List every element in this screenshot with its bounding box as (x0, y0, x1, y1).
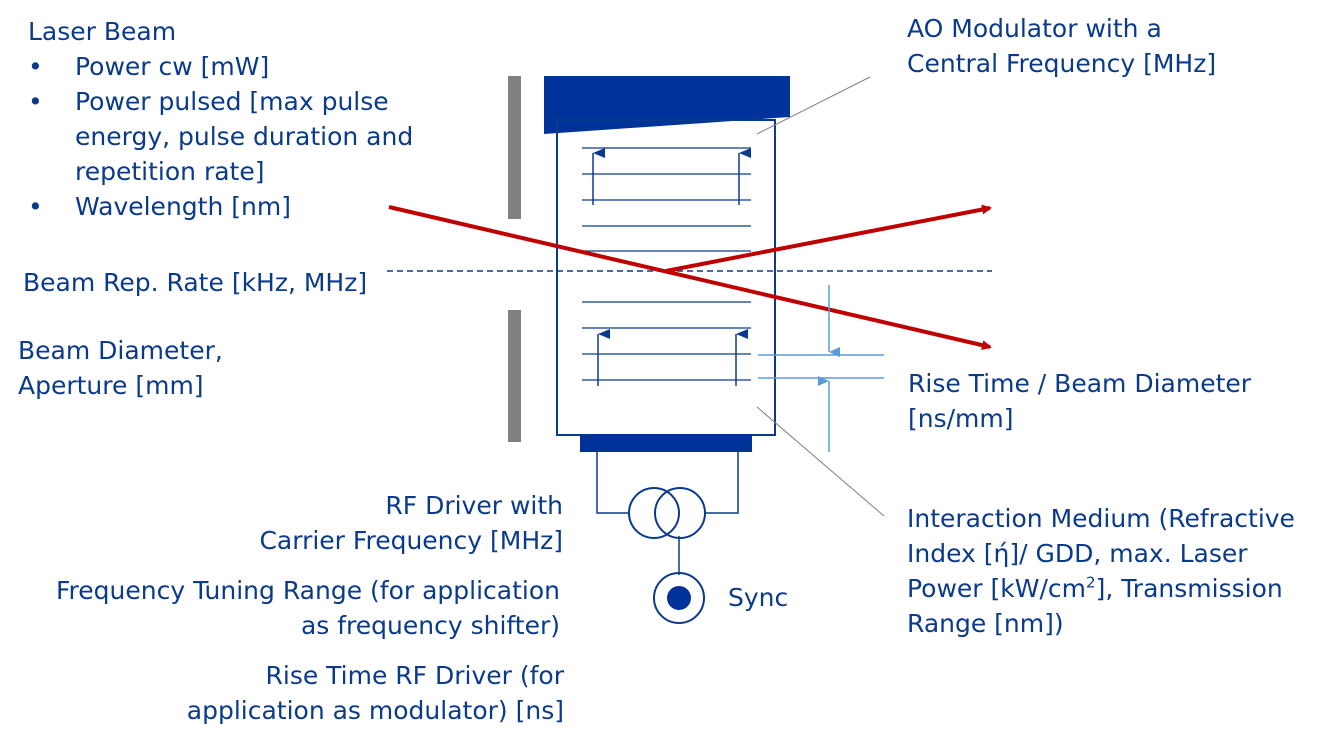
interaction-medium-label: Interaction Medium (Refractive Index [ή]… (907, 501, 1295, 641)
laser-power-pulsed: Power pulsed [max pulse energy, pulse du… (75, 84, 413, 189)
laser-beam-incident (388, 205, 992, 351)
interaction-medium-line1: Interaction Medium (Refractive (907, 504, 1295, 533)
ao-transducer-top (544, 76, 790, 134)
rise-time-beam-label: Rise Time / Beam Diameter [ns/mm] (908, 366, 1251, 436)
aperture-bar-top (508, 76, 521, 219)
laser-beam-title: Laser Beam (28, 17, 177, 46)
laser-beam-diffracted (665, 204, 992, 273)
laser-power-pulsed-line3: repetition rate] (75, 157, 265, 186)
sync-connector-inner (667, 586, 691, 610)
rf-driver-line1: RF Driver with (385, 491, 563, 520)
interaction-medium-line3-post: ], Transmission (1095, 574, 1283, 603)
aperture-bar-bottom (508, 310, 521, 442)
transformer-coil-right (654, 487, 706, 539)
rise-time-rf-line1: Rise Time RF Driver (for (265, 661, 565, 690)
frequency-tuning-line2: as frequency shifter) (300, 611, 560, 640)
interaction-medium-line3-pre: Power [kW/cm (907, 574, 1087, 603)
bullet-marker: • (28, 87, 43, 116)
frequency-tuning-line1: Frequency Tuning Range (for application (55, 576, 560, 605)
bullet-marker: • (28, 52, 43, 81)
beam-diameter-line1: Beam Diameter, (18, 336, 223, 365)
laser-power-cw: Power cw [mW] (75, 52, 270, 81)
interaction-medium-line3-sup: 2 (1086, 573, 1096, 592)
ao-modulator-line1: AO Modulator with a (907, 14, 1162, 43)
ao-modulator-line2: Central Frequency [MHz] (907, 49, 1217, 78)
transformer-coil-left (628, 487, 680, 539)
laser-wavelength: Wavelength [nm] (75, 192, 291, 221)
rise-time-beam-line2: [ns/mm] (908, 404, 1014, 433)
acoustic-arrows (592, 148, 751, 386)
beam-rep-rate-label: Beam Rep. Rate [kHz, MHz] (23, 268, 368, 297)
leader-ao-modulator (756, 76, 871, 135)
interaction-medium-line4: Range [nm]) (907, 609, 1064, 638)
laser-power-pulsed-line1: Power pulsed [max pulse (75, 87, 389, 116)
rise-time-indicator (758, 285, 884, 452)
interaction-medium-line2: Index [ή]/ GDD, max. Laser (907, 539, 1248, 568)
rf-electrode-bottom (580, 434, 752, 452)
rise-time-beam-line1: Rise Time / Beam Diameter (908, 369, 1252, 398)
bullet-marker: • (28, 192, 43, 221)
acoustic-wavefronts (582, 147, 751, 381)
beam-diameter-line2: Aperture [mm] (18, 371, 204, 400)
crystal-body (556, 119, 776, 436)
rise-time-rf-label: Rise Time RF Driver (for application as … (187, 658, 564, 728)
rf-driver-line2: Carrier Frequency [MHz] (259, 526, 563, 555)
sync-connector-outer (653, 572, 705, 624)
rf-driver-label: RF Driver with Carrier Frequency [MHz] (259, 488, 563, 558)
rf-driver-wiring (596, 452, 739, 575)
laser-power-pulsed-line2: energy, pulse duration and (75, 122, 414, 151)
interaction-medium-line3: Power [kW/cm2], Transmission (907, 571, 1295, 606)
frequency-tuning-label: Frequency Tuning Range (for application … (56, 573, 560, 643)
sync-label: Sync (728, 583, 789, 612)
rise-time-rf-line2: application as modulator) [ns] (186, 696, 564, 725)
ao-modulator-label: AO Modulator with a Central Frequency [M… (907, 11, 1216, 81)
leader-interaction-medium (756, 406, 885, 517)
beam-diameter-label: Beam Diameter, Aperture [mm] (18, 333, 223, 403)
